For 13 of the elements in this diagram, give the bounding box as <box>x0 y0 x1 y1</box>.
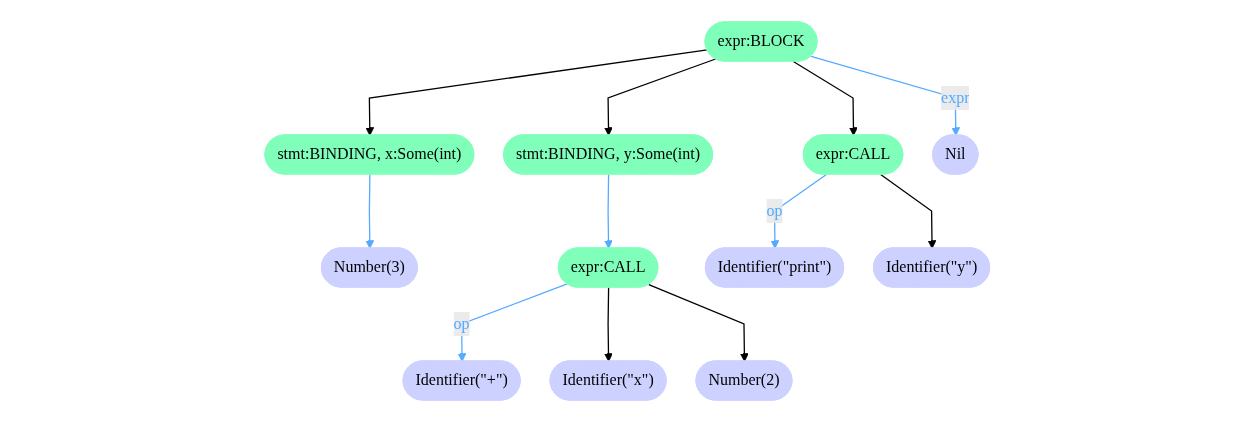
arrow <box>647 283 749 362</box>
arrow <box>603 286 613 362</box>
arrow <box>603 173 613 249</box>
edge-label: op <box>453 314 470 332</box>
edge-label: expr <box>940 88 970 106</box>
arrow <box>603 57 716 136</box>
arrow <box>365 173 374 249</box>
arrow <box>457 282 568 362</box>
arrow <box>792 60 858 136</box>
edge-label: op <box>766 201 783 219</box>
arrow <box>770 173 827 249</box>
arrow <box>365 48 708 136</box>
arrow <box>879 173 937 249</box>
